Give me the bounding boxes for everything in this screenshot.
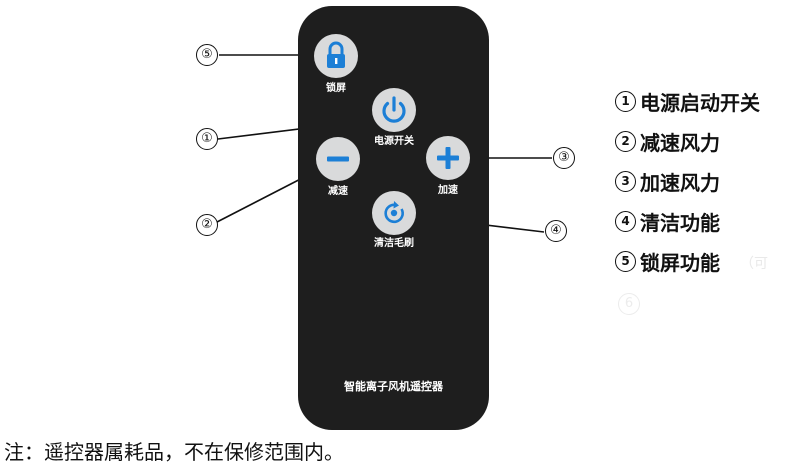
- legend-number: 2: [615, 130, 636, 152]
- plus-button-label: 加速: [438, 185, 458, 196]
- legend-item-4: 4 清洁功能: [615, 204, 760, 238]
- legend-text: 加速风力: [640, 170, 720, 195]
- lock-button-label: 锁屏: [326, 83, 346, 94]
- callout-2: ②: [196, 214, 218, 236]
- legend-number: 4: [615, 210, 636, 232]
- plus-button[interactable]: [426, 136, 470, 180]
- minus-button-label: 减速: [328, 186, 348, 197]
- legend-item-3: 3 加速风力: [615, 164, 760, 198]
- callout-5: ⑤: [196, 44, 218, 66]
- plus-icon: [437, 147, 459, 169]
- callout-4: ④: [545, 220, 567, 242]
- legend-number: 5: [615, 250, 636, 272]
- lock-icon: [327, 41, 345, 68]
- remote-control: 锁屏 电源开关 减速 加速 清洁毛刷 智能离子风机遥控器: [298, 6, 489, 430]
- legend-item-1: 1 电源启动开关: [615, 84, 760, 118]
- legend-text: 电源启动开关: [640, 90, 760, 115]
- legend-item-2: 2 减速风力: [615, 124, 760, 158]
- minus-icon: [327, 156, 349, 162]
- callout-1: ①: [196, 128, 218, 150]
- legend-faint-number: 6: [618, 293, 640, 315]
- remote-title: 智能离子风机遥控器: [344, 380, 443, 393]
- legend-text: 减速风力: [640, 130, 720, 155]
- power-icon: [382, 96, 406, 123]
- footnote: 注：遥控器属耗品，不在保修范围内。: [4, 440, 344, 464]
- function-legend: 1 电源启动开关 2 减速风力 3 加速风力 4 清洁功能 5 锁屏功能: [615, 84, 760, 284]
- power-button[interactable]: [372, 88, 416, 132]
- legend-number: 1: [615, 90, 636, 112]
- legend-extra-text: （可: [740, 256, 768, 272]
- legend-item-5: 5 锁屏功能: [615, 244, 760, 278]
- legend-text: 锁屏功能: [640, 250, 720, 275]
- lock-button[interactable]: [314, 34, 358, 78]
- minus-button[interactable]: [316, 137, 360, 181]
- callout-3: ③: [553, 147, 575, 169]
- clean-button[interactable]: [372, 191, 416, 235]
- legend-text: 清洁功能: [640, 210, 720, 235]
- clean-button-label: 清洁毛刷: [374, 238, 414, 249]
- clean-brush-icon: [384, 201, 404, 224]
- power-button-label: 电源开关: [374, 136, 414, 147]
- legend-number: 3: [615, 170, 636, 192]
